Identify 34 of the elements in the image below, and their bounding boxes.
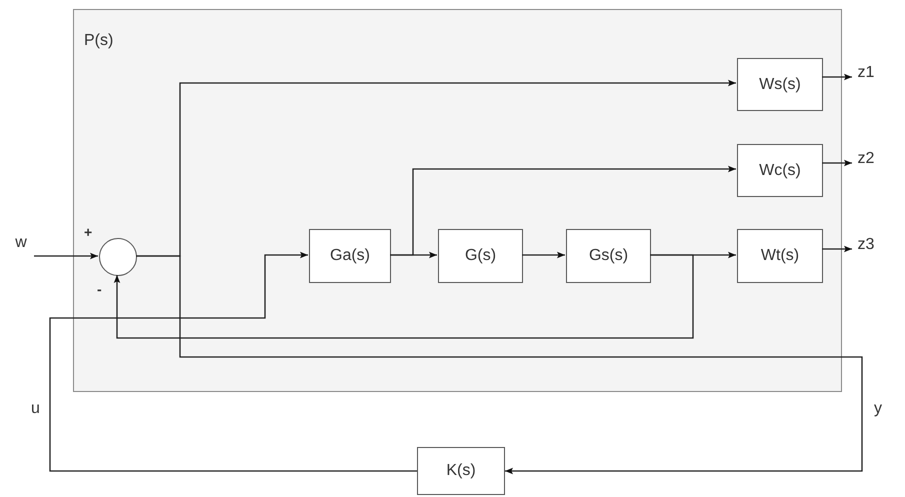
signal-label: u (31, 400, 40, 418)
transfer-block (438, 229, 523, 283)
summing-junction (99, 238, 137, 276)
transfer-block (737, 144, 823, 197)
block-label: K(s) (446, 462, 476, 480)
signal-label: z1 (852, 64, 880, 90)
block-label: Wc(s) (759, 162, 801, 180)
sign-label: - (97, 281, 102, 297)
signal-arrow (49, 252, 417, 472)
signal-arrow (822, 74, 852, 80)
signal-arrow (390, 166, 736, 256)
block-label: Wt(s) (760, 247, 800, 265)
signal-arrow (522, 252, 565, 258)
plant-panel (73, 9, 842, 392)
signal-label: w (8, 234, 34, 260)
block-label: Gs(s) (588, 247, 628, 265)
block-label: Ga(s) (330, 247, 370, 265)
block-label: G(s) (464, 247, 496, 265)
transfer-block (566, 229, 651, 283)
block-label: Ws(s) (759, 76, 801, 94)
signal-arrow (822, 160, 852, 166)
transfer-block (737, 229, 823, 283)
transfer-block (309, 229, 391, 283)
signal-arrow (114, 254, 694, 339)
signal-arrow (34, 252, 98, 260)
transfer-block (737, 58, 823, 111)
signal-arrow (822, 246, 852, 252)
panel-title: P(s) (84, 32, 114, 50)
sign-label: + (84, 224, 92, 240)
signal-arrow (136, 255, 863, 474)
signal-label: y (874, 400, 882, 418)
signal-label: z3 (852, 236, 880, 262)
transfer-block (417, 447, 505, 495)
signal-label: z2 (852, 150, 880, 176)
